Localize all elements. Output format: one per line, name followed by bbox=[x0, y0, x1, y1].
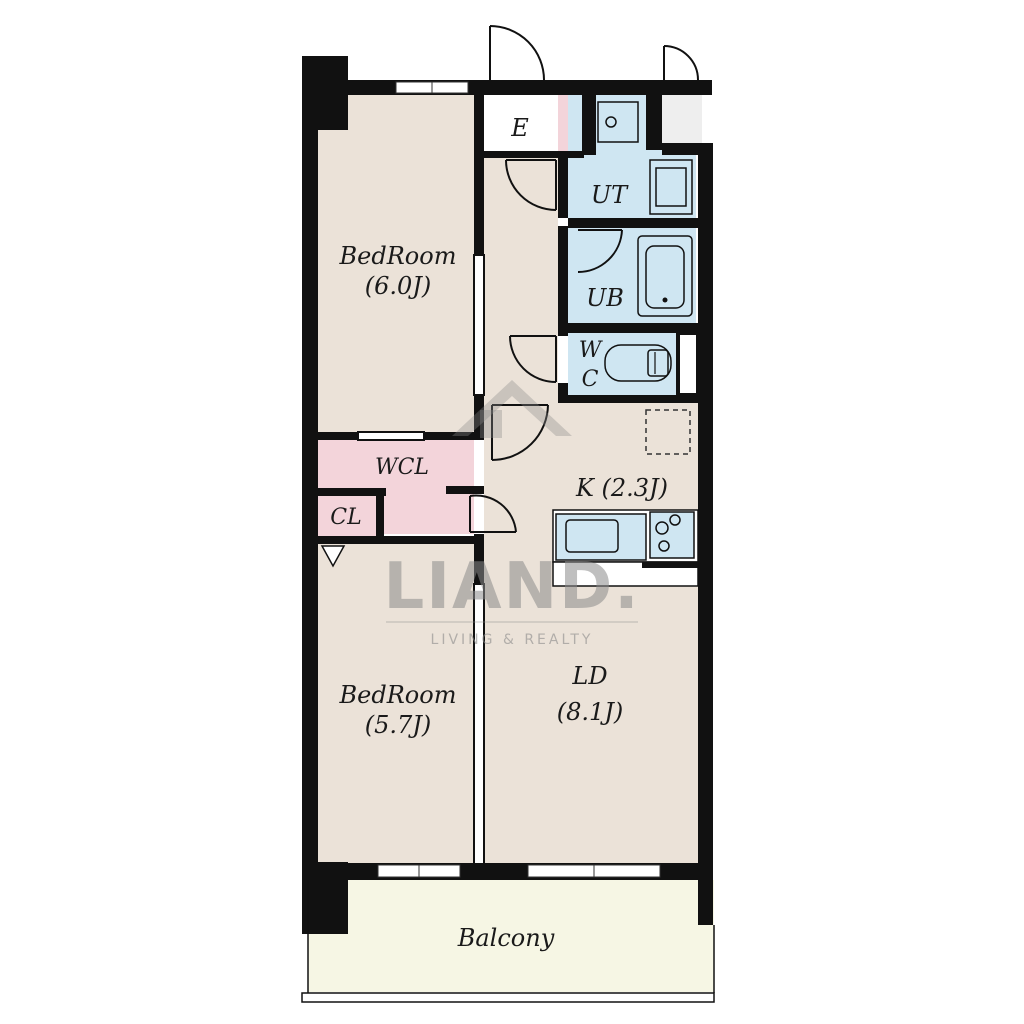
wall-bedroom-hall-2 bbox=[474, 395, 484, 440]
bedroom-lower-floor bbox=[318, 543, 474, 863]
wall-bedroom-hall bbox=[474, 95, 484, 255]
wall-ut-right bbox=[646, 95, 662, 150]
wall-wcl-top-2 bbox=[424, 432, 484, 440]
ld-name: LD bbox=[571, 662, 607, 690]
ld-size: (8.1J) bbox=[557, 698, 624, 726]
wall-entrance-bottom bbox=[484, 151, 584, 158]
bath-door[interactable] bbox=[577, 229, 623, 274]
watermark: LIAND. LIVING & REALTY bbox=[383, 380, 640, 648]
toilet-fixture bbox=[604, 344, 672, 382]
wall-cl-right bbox=[376, 488, 384, 544]
wall-entry-ut bbox=[582, 95, 596, 155]
wcl-label: WCL bbox=[375, 455, 429, 480]
toilet-label-w: W bbox=[579, 338, 604, 363]
bedroom-lower-name: BedRoom bbox=[339, 681, 457, 709]
wall-wet-left-3 bbox=[558, 383, 568, 403]
bedroom-upper-floor bbox=[318, 95, 474, 433]
entry-storage bbox=[662, 95, 702, 143]
bedroom-upper-size: (6.0J) bbox=[365, 272, 432, 300]
wall-storage bbox=[662, 143, 713, 155]
kitchen-counter bbox=[552, 509, 699, 587]
closet-floor bbox=[318, 495, 376, 537]
toilet-label-c: C bbox=[582, 367, 599, 392]
watermark-brand: LIAND. bbox=[383, 550, 640, 624]
balcony-floor bbox=[308, 880, 714, 992]
partition-bedroom-upper bbox=[473, 254, 485, 396]
bedroom-upper-name: BedRoom bbox=[339, 242, 457, 270]
cl-label: CL bbox=[330, 505, 361, 530]
right-wall bbox=[698, 143, 713, 925]
wall-wc-kitchen bbox=[558, 395, 698, 403]
kitchen-door[interactable] bbox=[491, 404, 549, 461]
balcony-label: Balcony bbox=[457, 924, 555, 952]
entry-door[interactable] bbox=[489, 25, 545, 81]
wall-wet-left-2 bbox=[558, 226, 568, 336]
hallway-floor bbox=[484, 158, 558, 398]
watermark-tagline: LIVING & REALTY bbox=[431, 632, 594, 648]
utility-sink bbox=[597, 101, 639, 143]
bathtub bbox=[637, 235, 693, 317]
balcony-rail bbox=[301, 992, 715, 1003]
toilet-door[interactable] bbox=[509, 335, 557, 383]
kitchen-label: K (2.3J) bbox=[575, 474, 668, 502]
partition-bedroom-lower bbox=[473, 583, 485, 865]
bath-label: UB bbox=[586, 284, 624, 312]
bedroom-lower-size: (5.7J) bbox=[365, 711, 432, 739]
fridge-space bbox=[645, 409, 691, 455]
entrance-floor bbox=[484, 95, 558, 153]
wall-wcl-right-stub bbox=[446, 486, 484, 494]
wall-closet-bottom bbox=[318, 536, 484, 544]
living-dining-floor bbox=[484, 583, 698, 863]
walk-in-closet-lower-floor bbox=[384, 490, 474, 534]
wall-ub-wc bbox=[568, 323, 698, 333]
wall-ut-ub bbox=[568, 218, 698, 228]
wall-bedroom-ld-lower bbox=[474, 534, 484, 584]
watermark-house-icon bbox=[452, 380, 572, 436]
walk-in-closet-floor bbox=[318, 440, 474, 490]
closet-marker bbox=[320, 545, 346, 568]
wall-wc-right bbox=[676, 331, 700, 397]
washing-machine-space bbox=[649, 159, 693, 215]
left-wall bbox=[302, 56, 318, 934]
entrance-label: E bbox=[510, 114, 529, 142]
wcl-door[interactable] bbox=[469, 494, 517, 533]
wall-wcl-top bbox=[318, 432, 358, 440]
hall-door[interactable] bbox=[505, 159, 557, 211]
wall-wet-left bbox=[558, 158, 568, 218]
utility-label: UT bbox=[591, 181, 629, 209]
wall-wcl-bottom bbox=[318, 488, 386, 496]
partition-wcl bbox=[357, 431, 425, 441]
top-wall bbox=[318, 80, 712, 95]
storage-door[interactable] bbox=[663, 45, 699, 81]
